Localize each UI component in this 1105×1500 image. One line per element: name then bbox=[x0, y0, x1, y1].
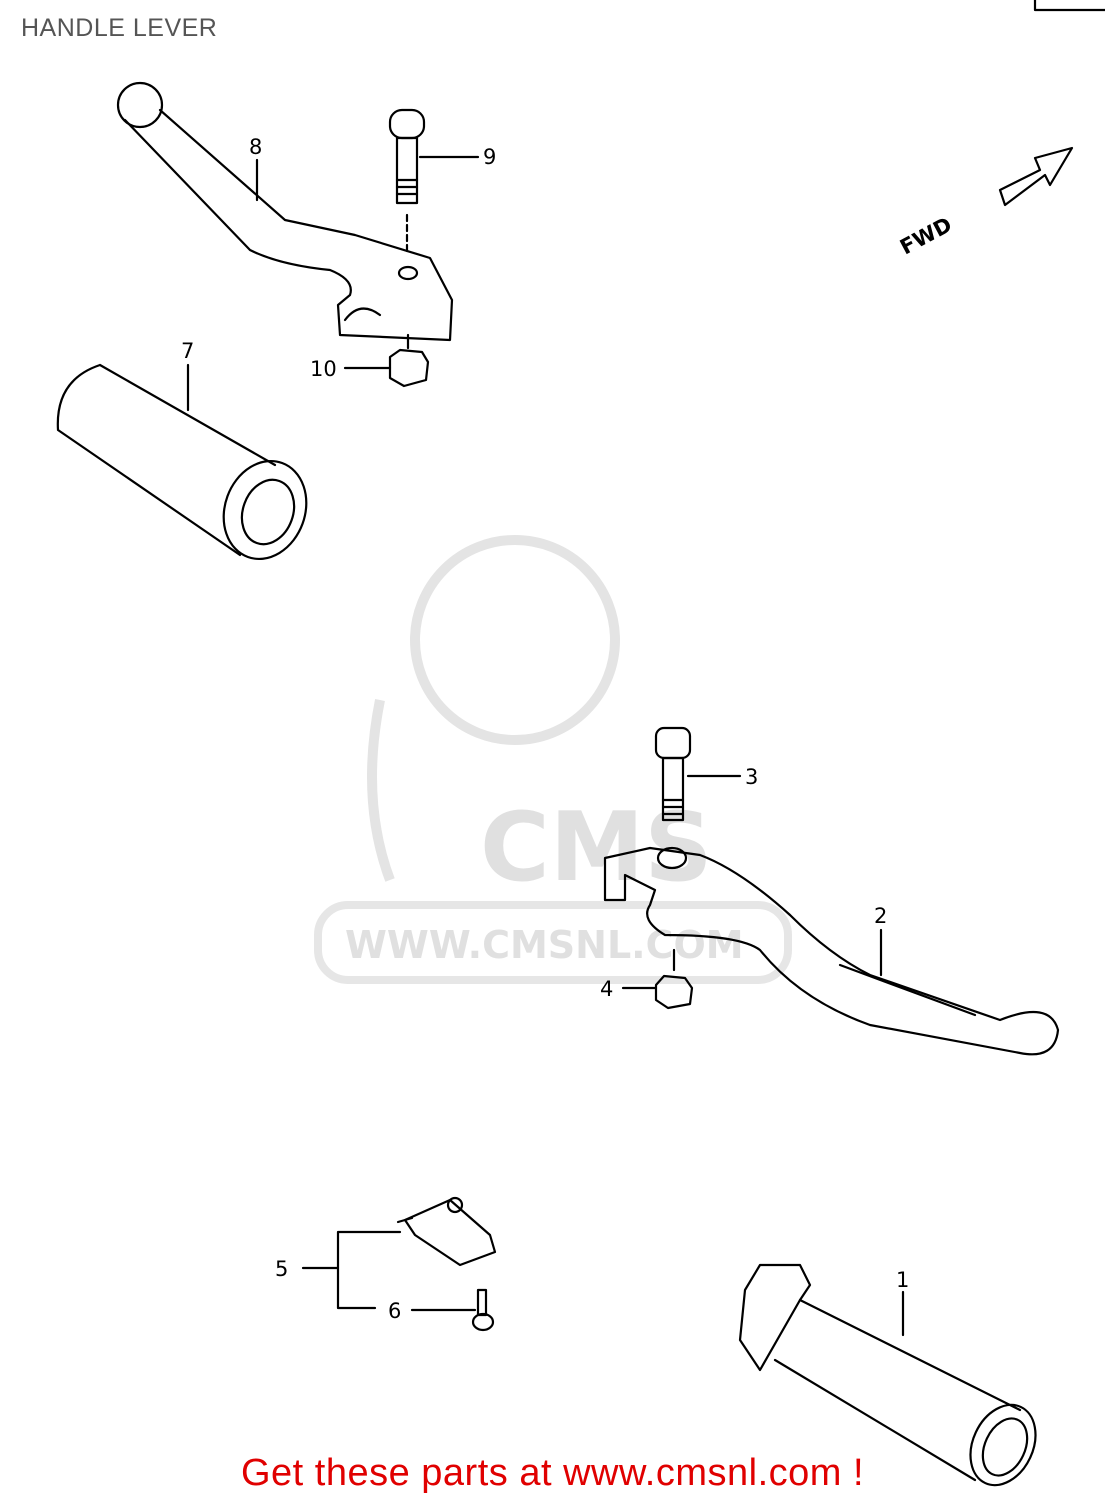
callout-10: 10 bbox=[310, 357, 337, 381]
callout-8: 8 bbox=[249, 135, 262, 159]
callout-4: 4 bbox=[600, 977, 613, 1001]
part-10-nut[interactable] bbox=[388, 333, 430, 388]
callout-1: 1 bbox=[896, 1268, 909, 1292]
part-3-bolt[interactable] bbox=[654, 726, 692, 822]
fwd-marker: FWD bbox=[896, 146, 1074, 259]
corner-frame bbox=[1033, 0, 1105, 12]
callout-9: 9 bbox=[483, 145, 496, 169]
watermark-url: WWW.CMSNL.COM bbox=[345, 923, 744, 967]
leader-lines bbox=[186, 155, 905, 1337]
part-5-switch[interactable] bbox=[396, 1196, 497, 1267]
part-7-grip[interactable] bbox=[56, 363, 320, 571]
fwd-label: FWD bbox=[896, 212, 956, 259]
part-8-clutch-lever[interactable] bbox=[116, 81, 454, 342]
part-2-brake-lever[interactable] bbox=[603, 846, 1060, 1056]
fwd-arrow-icon bbox=[998, 146, 1074, 207]
callout-6: 6 bbox=[388, 1299, 401, 1323]
part-4-nut[interactable] bbox=[654, 948, 694, 1010]
diagram-title: HANDLE LEVER bbox=[21, 14, 218, 42]
callout-2: 2 bbox=[874, 904, 887, 928]
callout-3: 3 bbox=[745, 765, 758, 789]
callout-5: 5 bbox=[275, 1257, 288, 1281]
watermark-logo: CMS WWW.CMSNL.COM bbox=[314, 535, 792, 984]
part-1-throttle-grip[interactable] bbox=[738, 1263, 1048, 1496]
footer-link[interactable]: Get these parts at www.cmsnl.com ! bbox=[240, 1452, 865, 1494]
callout-7: 7 bbox=[181, 339, 194, 363]
part-9-bolt[interactable] bbox=[388, 108, 426, 257]
part-6-screw[interactable] bbox=[471, 1288, 495, 1332]
